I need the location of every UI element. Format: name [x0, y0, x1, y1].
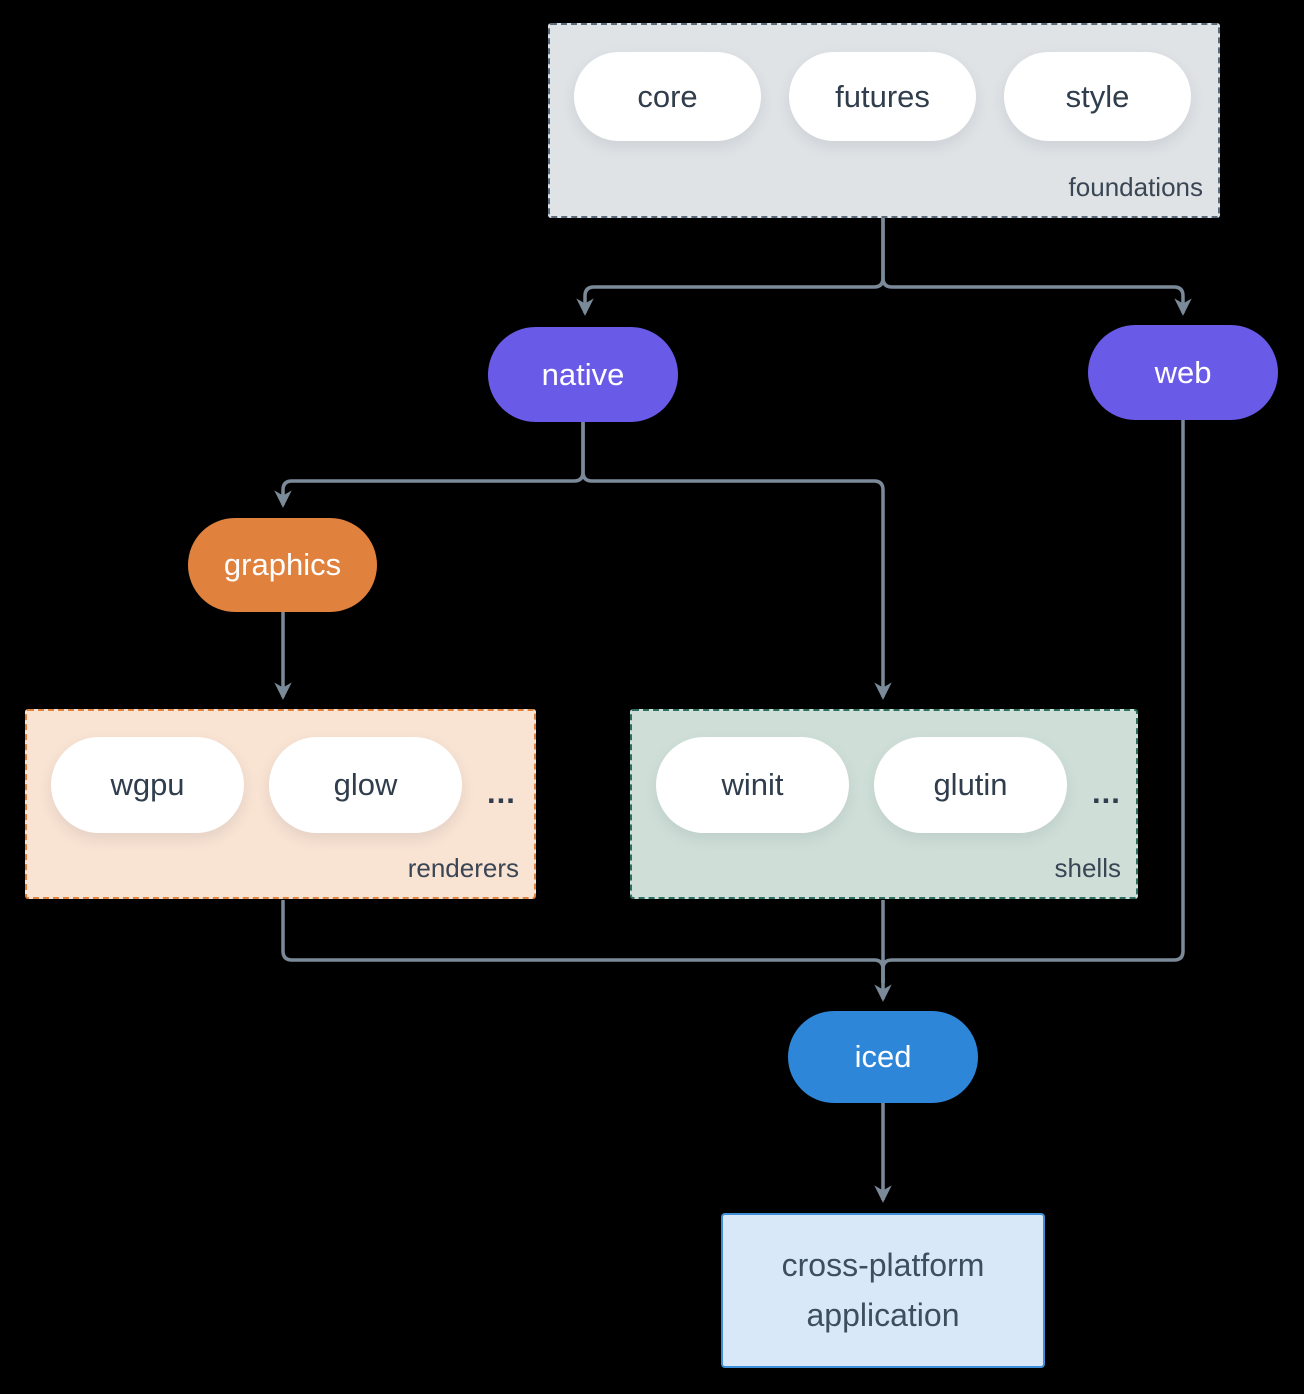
application-label-line2: application: [806, 1296, 960, 1333]
web-node: web: [1088, 325, 1278, 420]
wgpu-label: wgpu: [110, 767, 185, 802]
renderers-group-label: renderers: [407, 853, 519, 883]
foundations-pill-row: core futures style: [574, 52, 1191, 141]
native-node: native: [488, 327, 678, 422]
renderers-group: wgpu glow ... renderers: [25, 709, 536, 899]
edge-renderers-to-iced: [281, 900, 885, 983]
native-label: native: [541, 356, 625, 392]
glutin-node: glutin: [874, 737, 1067, 833]
iced-label: iced: [854, 1039, 912, 1074]
futures-node: futures: [789, 52, 976, 141]
graphics-label: graphics: [223, 547, 342, 582]
iced-node: iced: [788, 1011, 978, 1103]
shells-pill-row: winit glutin ...: [656, 737, 1121, 833]
edge-native-to-graphics: [274, 422, 585, 508]
glow-label: glow: [333, 767, 398, 802]
shells-group-label: shells: [1054, 853, 1121, 883]
foundations-group-label: foundations: [1068, 172, 1203, 202]
web-label: web: [1154, 354, 1212, 390]
wgpu-node: wgpu: [51, 737, 244, 833]
futures-label: futures: [835, 78, 930, 114]
shells-group: winit glutin ... shells: [630, 709, 1138, 899]
foundations-group: core futures style foundations: [548, 23, 1220, 218]
winit-label: winit: [721, 767, 784, 802]
shells-ellipsis: ...: [1092, 775, 1121, 810]
winit-node: winit: [656, 737, 849, 833]
renderers-pill-row: wgpu glow ...: [51, 737, 516, 833]
edge-foundations-to-native: [576, 218, 885, 316]
application-node: cross-platform application: [721, 1213, 1045, 1368]
application-label-line1: cross-platform: [781, 1246, 985, 1283]
edge-native-to-shells: [581, 422, 892, 700]
core-label: core: [637, 78, 698, 114]
edge-foundations-to-web: [881, 218, 1192, 316]
style-node: style: [1004, 52, 1191, 141]
style-label: style: [1065, 78, 1130, 114]
core-node: core: [574, 52, 761, 141]
renderers-ellipsis: ...: [487, 775, 516, 810]
graphics-node: graphics: [188, 518, 377, 612]
glutin-label: glutin: [933, 767, 1008, 802]
glow-node: glow: [269, 737, 462, 833]
